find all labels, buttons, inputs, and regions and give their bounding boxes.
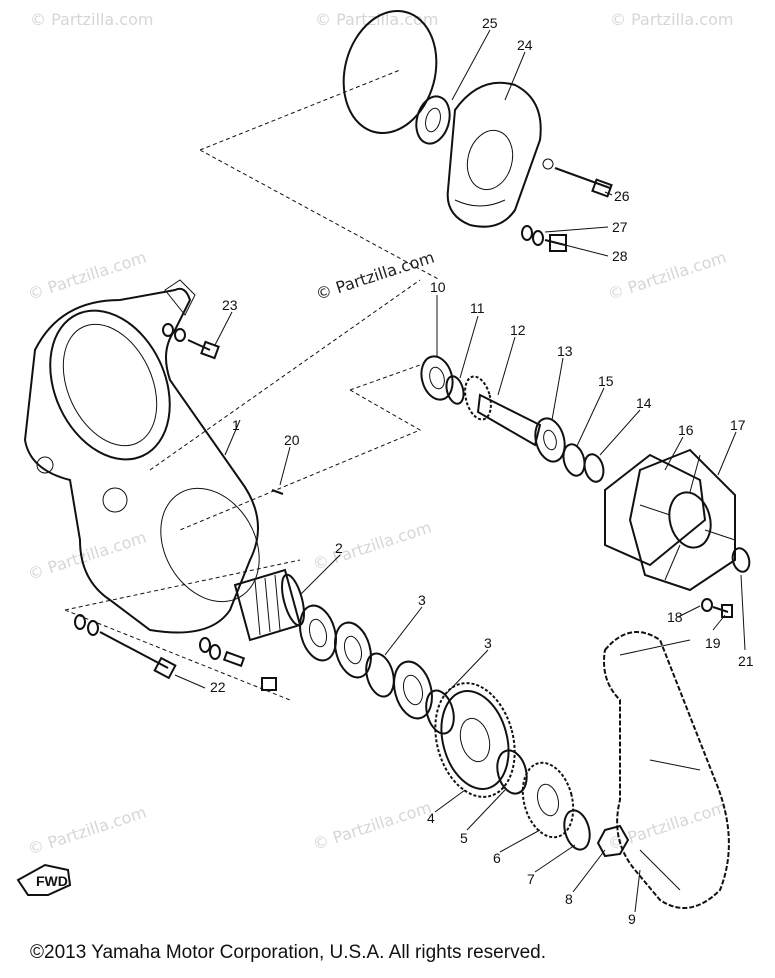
callout: 3 — [484, 635, 492, 651]
seal-15 — [562, 443, 586, 477]
gasket-16 — [604, 453, 707, 567]
callout: 22 — [210, 679, 226, 695]
watermark: © Partzilla.com — [610, 10, 733, 29]
callout: 8 — [565, 891, 573, 907]
lock-washer-7 — [563, 809, 591, 851]
shaft-12 — [464, 375, 542, 447]
alignment-line — [64, 559, 301, 701]
callout: 26 — [614, 188, 630, 204]
spacer-5 — [496, 749, 528, 795]
callout: 24 — [517, 37, 533, 53]
pin-20 — [271, 489, 284, 495]
bolt-22 — [74, 614, 277, 691]
crankcase-1 — [23, 279, 260, 634]
alignment-line — [179, 364, 422, 531]
washer-27 — [521, 225, 544, 246]
seal-14 — [583, 453, 605, 483]
bolt-23 — [162, 323, 220, 360]
watermark: © Partzilla.com — [315, 10, 438, 29]
watermark: © Partzilla.com — [25, 248, 148, 304]
callout: 20 — [284, 432, 300, 448]
callout: 17 — [730, 417, 746, 433]
watermark-layer: © Partzilla.com © Partzilla.com © Partzi… — [25, 10, 733, 859]
cover-24 — [446, 81, 542, 228]
nut-8 — [596, 824, 630, 858]
callout-labels: 1 2 3 3 4 5 6 7 8 9 10 11 12 13 14 15 16… — [210, 15, 754, 927]
bearing-3 — [299, 604, 372, 679]
fwd-arrow-icon: FWD — [16, 863, 72, 896]
bearing-25 — [415, 95, 451, 145]
washer-11 — [445, 375, 465, 405]
callout: 14 — [636, 395, 652, 411]
sprocket-6 — [521, 761, 575, 839]
callout: 18 — [667, 609, 683, 625]
callout: 25 — [482, 15, 498, 31]
copyright-notice: ©2013 Yamaha Motor Corporation, U.S.A. A… — [30, 942, 546, 963]
shaft-2 — [233, 568, 305, 642]
chain-9 — [603, 631, 730, 909]
gear-4 — [434, 682, 516, 798]
watermark: © Partzilla.com — [30, 10, 153, 29]
bearing-13 — [534, 417, 566, 463]
callout: 15 — [598, 373, 614, 389]
callout: 19 — [705, 635, 721, 651]
alignment-line — [149, 69, 441, 471]
bearing-3b — [393, 660, 455, 735]
fwd-label: FWD — [36, 873, 68, 889]
leader-lines — [174, 29, 746, 913]
o-ring — [342, 9, 438, 135]
callout: 23 — [222, 297, 238, 313]
callout: 10 — [430, 279, 446, 295]
bearing-10 — [420, 355, 454, 401]
callout: 12 — [510, 322, 526, 338]
seal-21 — [731, 547, 751, 573]
watermark: © Partzilla.com — [310, 798, 433, 854]
bolt-28 — [544, 234, 567, 252]
watermark: © Partzilla.com — [25, 803, 148, 859]
bolt-19 — [701, 598, 733, 618]
callout: 3 — [418, 592, 426, 608]
callout: 13 — [557, 343, 573, 359]
callout: 16 — [678, 422, 694, 438]
watermark-main: © Partzilla.com — [313, 248, 436, 304]
callout: 2 — [335, 540, 343, 556]
watermark: © Partzilla.com — [310, 518, 433, 574]
callout: 21 — [738, 653, 754, 669]
callout: 28 — [612, 248, 628, 264]
callout: 27 — [612, 219, 628, 235]
callout: 7 — [527, 871, 535, 887]
callout: 11 — [470, 300, 485, 316]
callout: 6 — [493, 850, 501, 866]
circlip-3 — [365, 652, 395, 698]
callout: 1 — [232, 417, 240, 433]
bolt-26 — [542, 158, 613, 198]
cover-17 — [628, 448, 736, 592]
callout: 5 — [460, 830, 468, 846]
callout: 4 — [427, 810, 435, 826]
callout: 9 — [628, 911, 636, 927]
